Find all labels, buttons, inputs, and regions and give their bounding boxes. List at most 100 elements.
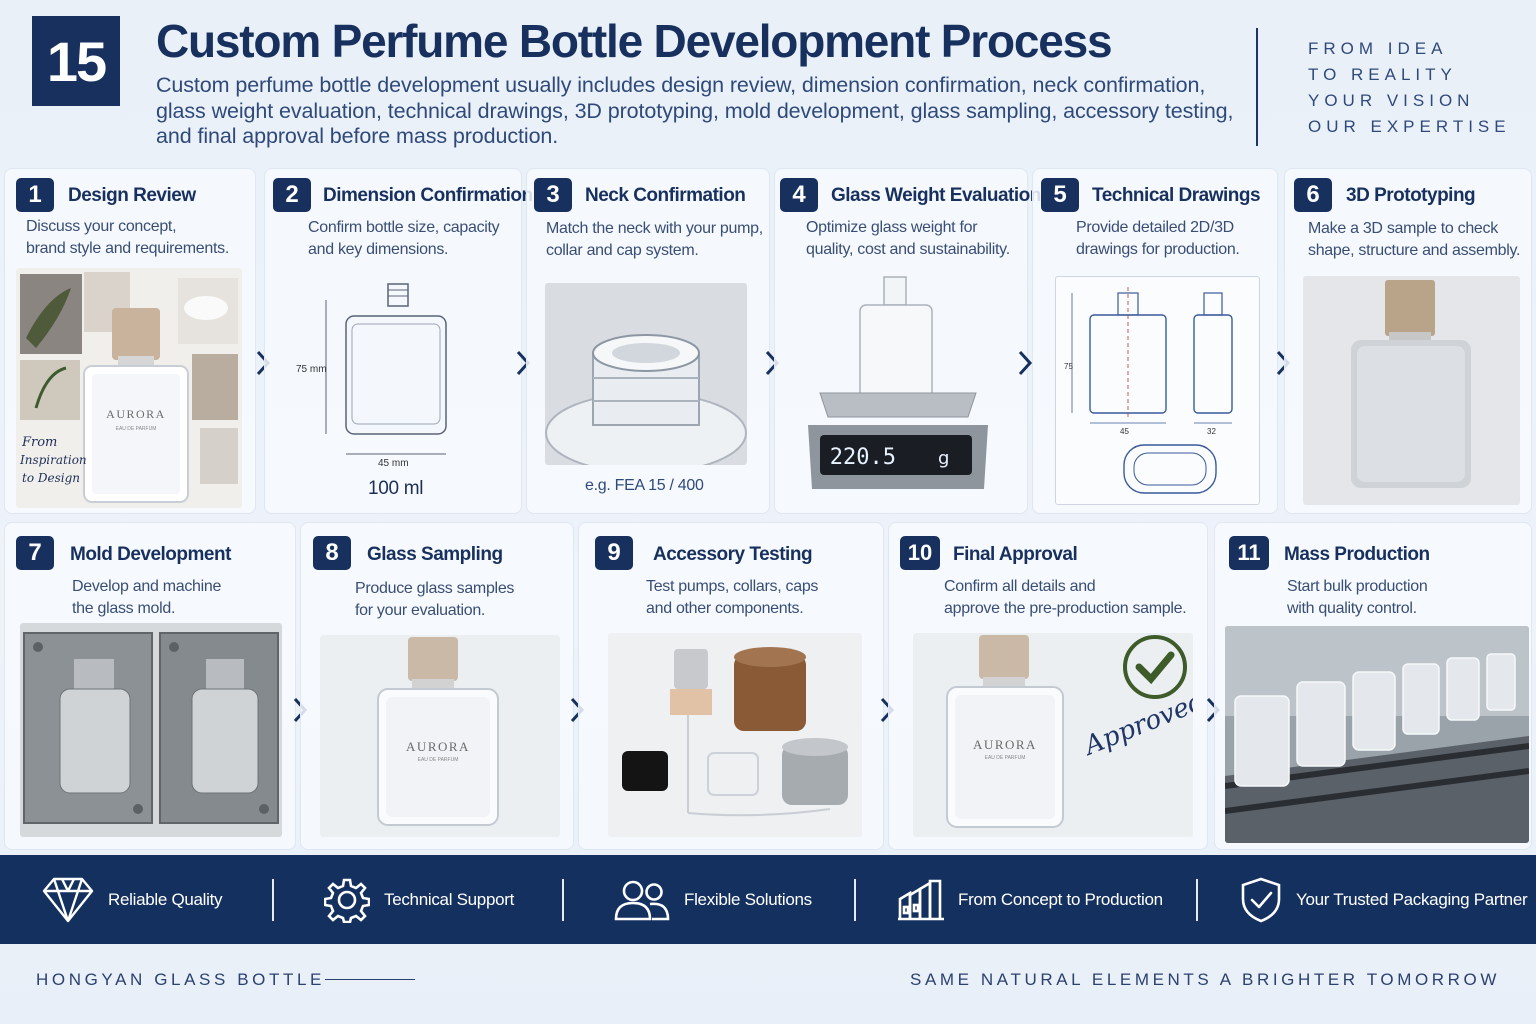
step-number: 11: [1229, 536, 1269, 570]
step-description: Make a 3D sample to check shape, structu…: [1308, 218, 1520, 261]
step-title: Technical Drawings: [1092, 185, 1261, 206]
feature-bar: Reliable Quality Technical Support Flexi…: [0, 855, 1536, 944]
bar-divider: [854, 879, 856, 921]
step-number: 7: [16, 536, 54, 570]
step-title: 3D Prototyping: [1346, 185, 1476, 206]
desc-line: Provide detailed 2D/3D: [1076, 219, 1234, 236]
desc-line: brand style and requirements.: [26, 239, 229, 257]
step-description: Produce glass samples for your evaluatio…: [355, 578, 514, 621]
feature-item: Flexible Solutions: [614, 855, 812, 944]
feature-item: Technical Support: [324, 855, 514, 944]
step-number: 2: [273, 178, 311, 212]
step-title: Dimension Confirmation: [323, 185, 533, 206]
step-title: Neck Confirmation: [585, 185, 746, 206]
page-title: Custom Perfume Bottle Development Proces…: [156, 15, 1113, 67]
desc-line: Match the neck with your pump,: [546, 220, 763, 237]
feature-item: Your Trusted Packaging Partner: [1240, 855, 1528, 944]
glass-sample-image: AURORA EAU DE PARFUM: [320, 635, 560, 837]
step-description: Provide detailed 2D/3D drawings for prod…: [1076, 217, 1240, 260]
diamond-icon: [42, 877, 94, 922]
desc-line: the glass mold.: [72, 599, 176, 617]
height-label: 75 mm: [296, 364, 327, 375]
weighing-scale-image: 220.5 g: [800, 275, 996, 497]
mood-board-image: AURORA EAU DE PARFUM From Inspiration to…: [16, 268, 242, 508]
header-divider: [1256, 28, 1258, 146]
step-number: 6: [1294, 178, 1332, 212]
footer-rule: [325, 979, 415, 980]
subtitle-line: and final approval before mass productio…: [156, 124, 559, 148]
step-number: 8: [313, 536, 351, 570]
desc-line: Confirm bottle size, capacity: [308, 219, 500, 236]
brand-label: AURORA: [973, 737, 1037, 752]
shield-check-icon: [1241, 877, 1281, 922]
desc-line: Develop and machine: [72, 578, 222, 595]
feature-label: Technical Support: [384, 889, 515, 909]
desc-line: approve the pre-production sample.: [944, 599, 1187, 617]
step-number: 3: [534, 178, 572, 212]
desc-line: with quality control.: [1287, 599, 1417, 617]
desc-line: for your evaluation.: [355, 601, 486, 619]
desc-line: shape, structure and assembly.: [1308, 241, 1521, 259]
step-title: Final Approval: [953, 544, 1078, 565]
tagline-line: OUR EXPERTISE: [1308, 117, 1511, 136]
neck-spec-label: e.g. FEA 15 / 400: [585, 477, 704, 494]
footer-brand: HONGYAN GLASS BOTTLE: [36, 970, 325, 989]
step-number: 10: [900, 536, 940, 570]
capacity-label: 100 ml: [368, 478, 424, 499]
desc-line: Start bulk production: [1287, 578, 1428, 595]
brand-label: AURORA: [106, 407, 166, 421]
dim-label: 32: [1207, 427, 1216, 436]
page-subtitle: Custom perfume bottle development usuall…: [156, 73, 1236, 150]
mold-image: [20, 623, 282, 837]
brand-sublabel: EAU DE PARFUM: [116, 426, 157, 432]
bar-divider: [562, 879, 564, 921]
step-number: 9: [595, 536, 633, 570]
brand-label: AURORA: [406, 739, 470, 754]
brand-sublabel: EAU DE PARFUM: [985, 755, 1026, 761]
step-description: Confirm all details and approve the pre-…: [944, 576, 1187, 619]
footer-slogan: SAME NATURAL ELEMENTS A BRIGHTER TOMORRO…: [910, 970, 1500, 989]
desc-line: Produce glass samples: [355, 580, 515, 597]
step-title: Accessory Testing: [653, 544, 813, 565]
script-line: Inspiration: [19, 453, 87, 467]
step-title: Mass Production: [1284, 544, 1430, 565]
subtitle-line: Custom perfume bottle development usuall…: [156, 73, 1206, 97]
feature-item: From Concept to Production: [898, 855, 1163, 944]
brand-sublabel: EAU DE PARFUM: [418, 757, 459, 763]
feature-item: Reliable Quality: [42, 855, 223, 944]
step-description: Confirm bottle size, capacity and key di…: [308, 217, 500, 260]
tagline-line: TO REALITY: [1308, 65, 1457, 84]
chevron-right-icon: [1018, 350, 1033, 376]
width-label: 45 mm: [378, 458, 409, 469]
desc-line: drawings for production.: [1076, 240, 1240, 258]
feature-label: Reliable Quality: [108, 889, 223, 909]
step-description: Develop and machine the glass mold.: [72, 576, 221, 619]
subtitle-line: glass weight evaluation, technical drawi…: [156, 98, 1234, 123]
desc-line: and key dimensions.: [308, 240, 449, 258]
step-number: 1: [16, 178, 54, 212]
bar-divider: [1196, 879, 1198, 921]
desc-line: Make a 3D sample to check: [1308, 220, 1498, 237]
dim-label: 45: [1120, 427, 1129, 436]
dim-label: 75: [1064, 362, 1073, 371]
step-description: Start bulk production with quality contr…: [1287, 576, 1428, 619]
desc-line: collar and cap system.: [546, 241, 699, 259]
step-number: 5: [1041, 178, 1079, 212]
step-title: Glass Sampling: [367, 544, 503, 565]
number-badge: 15: [32, 16, 120, 106]
step-title: Mold Development: [70, 544, 231, 565]
desc-line: and other components.: [646, 599, 804, 617]
script-line: From: [21, 435, 57, 450]
step-description: Match the neck with your pump, collar an…: [546, 218, 763, 261]
users-icon: [614, 880, 670, 920]
step-description: Test pumps, collars, caps and other comp…: [646, 576, 818, 619]
feature-label: Your Trusted Packaging Partner: [1296, 889, 1528, 909]
gear-icon: [324, 878, 370, 923]
step-description: Optimize glass weight for quality, cost …: [806, 217, 1010, 260]
feature-label: From Concept to Production: [958, 889, 1163, 909]
feature-label: Flexible Solutions: [684, 889, 812, 909]
tagline-line: FROM IDEA: [1308, 39, 1448, 58]
factory-icon: [898, 879, 944, 920]
desc-line: Test pumps, collars, caps: [646, 578, 819, 595]
neck-closeup-image: [545, 283, 747, 465]
